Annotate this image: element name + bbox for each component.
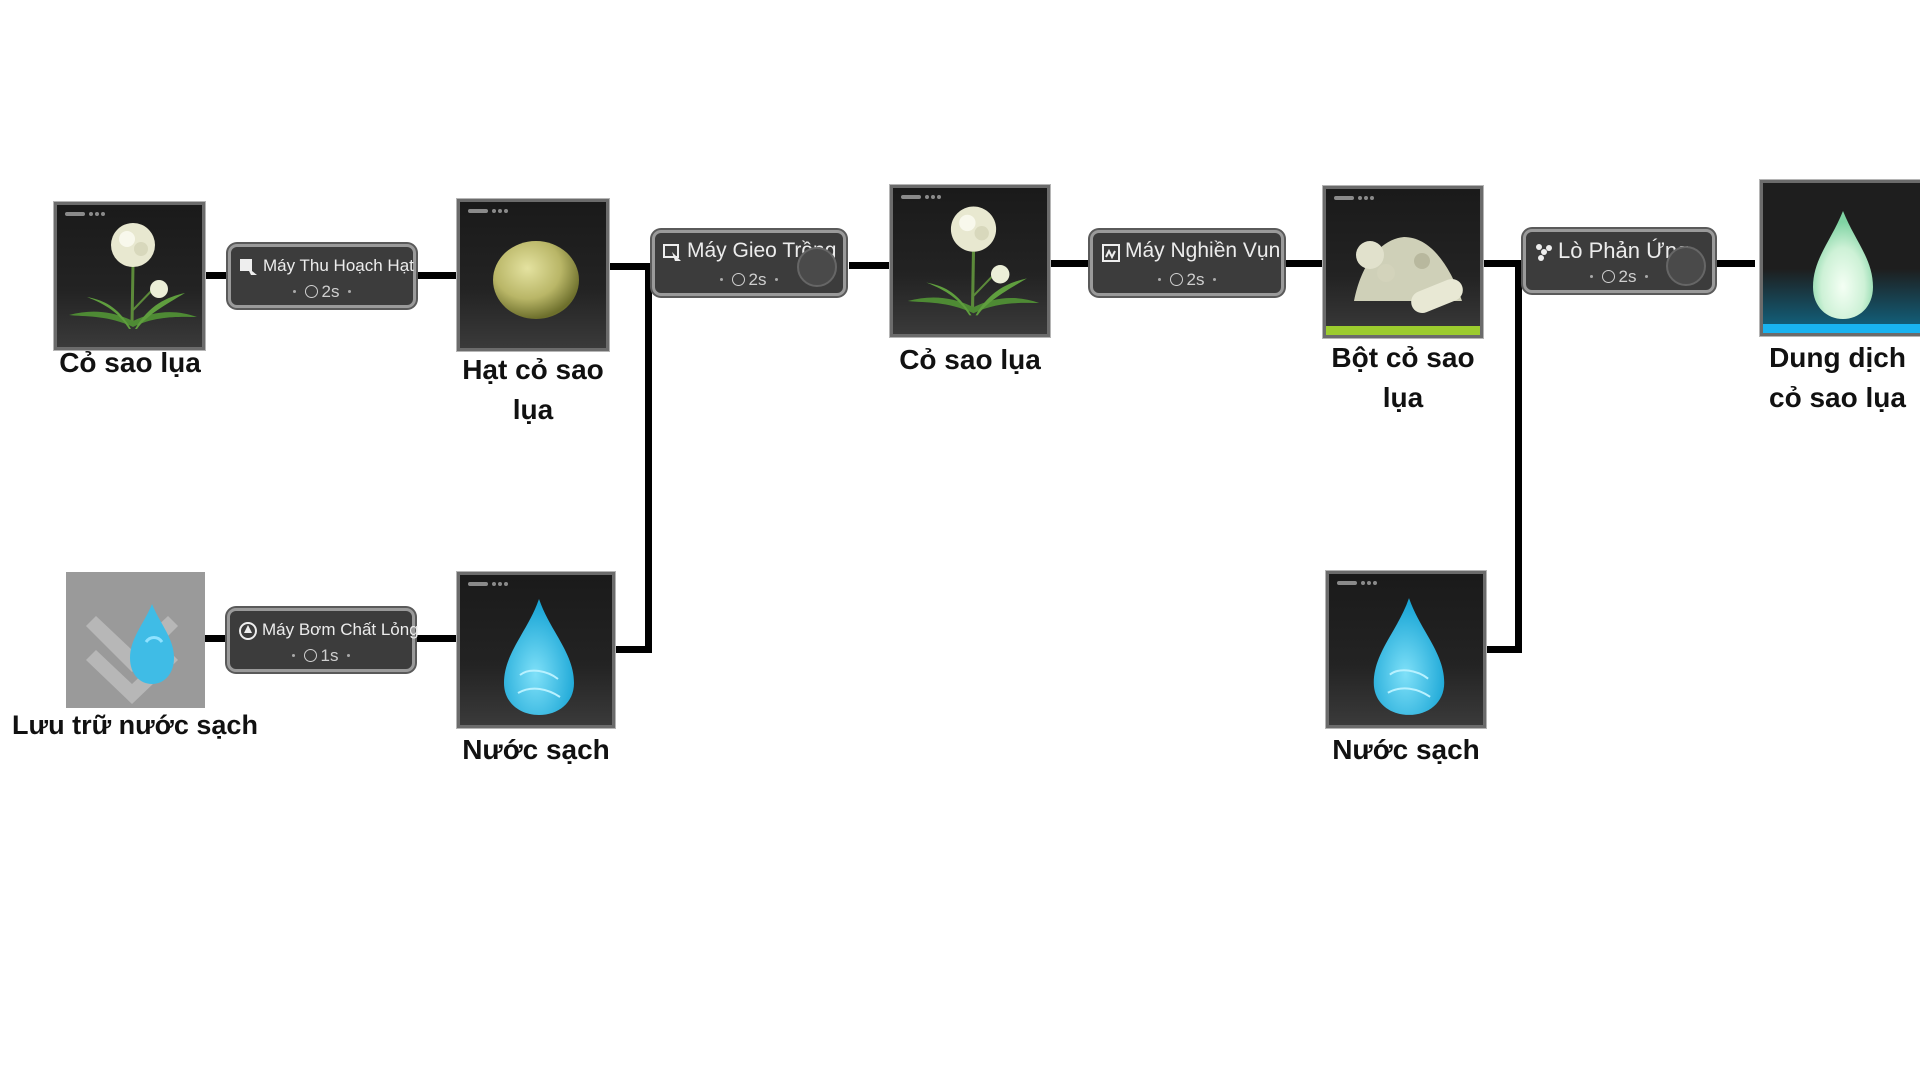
- connector: [205, 635, 229, 642]
- connector: [1283, 260, 1325, 267]
- silk-grass-icon: [69, 223, 197, 329]
- water-droplet-icon: [504, 599, 574, 715]
- item-label: Dung dịch cỏ sao lụa: [1769, 342, 1906, 413]
- item-label: Cỏ sao lụa: [59, 347, 201, 378]
- clock-icon: [303, 649, 317, 662]
- connector: [1713, 260, 1755, 267]
- connector: [1483, 260, 1525, 267]
- silk-grass-item[interactable]: [890, 185, 1050, 337]
- machine-knob: [1666, 246, 1706, 286]
- silk-grass-solution-item[interactable]: [1760, 180, 1920, 336]
- planter-icon: [663, 244, 681, 261]
- connector: [413, 635, 457, 642]
- silk-grass-powder-item[interactable]: [1323, 186, 1483, 338]
- clock-icon: [304, 285, 318, 298]
- connector: [204, 272, 232, 279]
- reactor-machine[interactable]: Lò Phản Ứng 2s: [1523, 229, 1715, 293]
- slot-dots: [1334, 196, 1374, 200]
- clean-water-storage-item[interactable]: [66, 572, 205, 708]
- planter-machine[interactable]: Máy Gieo Trồng 2s: [652, 230, 846, 296]
- machine-name: Máy Thu Hoạch Hạt: [263, 256, 414, 275]
- connector: [849, 262, 889, 269]
- harvester-icon: [240, 259, 257, 275]
- machine-time: 1s: [230, 646, 412, 666]
- machine-time: 2s: [1093, 270, 1281, 290]
- silk-grass-seed-item[interactable]: [457, 199, 609, 351]
- slot-dots: [1337, 581, 1377, 585]
- connector: [613, 646, 652, 653]
- clean-water-item[interactable]: [457, 572, 615, 728]
- connector: [1515, 260, 1522, 653]
- connector: [608, 263, 652, 270]
- reactor-icon: [1536, 244, 1552, 261]
- clock-icon: [1169, 273, 1183, 286]
- slot-dots: [901, 195, 941, 199]
- clock-icon: [731, 273, 745, 286]
- silk-grass-icon: [907, 206, 1040, 316]
- grinder-icon: [1102, 244, 1120, 262]
- machine-time: 2s: [655, 270, 843, 290]
- connector: [415, 272, 457, 279]
- water-droplet-icon: [1373, 598, 1445, 715]
- grinder-machine[interactable]: Máy Nghiền Vụn 2s: [1090, 230, 1284, 296]
- slot-dots: [468, 582, 508, 586]
- rarity-bar: [1326, 326, 1480, 335]
- seed-icon: [493, 241, 579, 319]
- clean-water-item[interactable]: [1326, 571, 1486, 728]
- item-label: Hạt cỏ sao lụa: [462, 354, 604, 425]
- powder-icon: [1354, 237, 1463, 313]
- rarity-bar: [1763, 324, 1920, 333]
- item-label: Nước sạch: [462, 734, 610, 765]
- pump-machine[interactable]: Máy Bơm Chất Lỏng 1s: [227, 608, 419, 672]
- connector: [645, 263, 652, 653]
- seed-harvester-machine[interactable]: Máy Thu Hoạch Hạt 2s: [228, 244, 416, 308]
- machine-time: 2s: [1526, 267, 1712, 287]
- machine-name: Máy Bơm Chất Lỏng: [262, 620, 419, 639]
- clock-icon: [1601, 270, 1615, 283]
- machine-knob: [797, 247, 837, 287]
- item-label: Lưu trữ nước sạch: [12, 710, 258, 740]
- slot-dots: [65, 212, 105, 216]
- silk-grass-item[interactable]: [54, 202, 205, 350]
- machine-name: Máy Nghiền Vụn: [1125, 239, 1281, 262]
- item-label: Cỏ sao lụa: [899, 344, 1041, 375]
- item-label: Nước sạch: [1332, 734, 1480, 765]
- droplet-icon: [1763, 183, 1920, 333]
- pump-icon: [239, 622, 257, 640]
- storage-droplet-icon: [86, 604, 178, 704]
- slot-dots: [468, 209, 508, 213]
- machine-time: 2s: [231, 282, 413, 302]
- connector: [1485, 646, 1522, 653]
- item-label: Bột cỏ sao lụa: [1331, 342, 1475, 413]
- connector: [1048, 260, 1092, 267]
